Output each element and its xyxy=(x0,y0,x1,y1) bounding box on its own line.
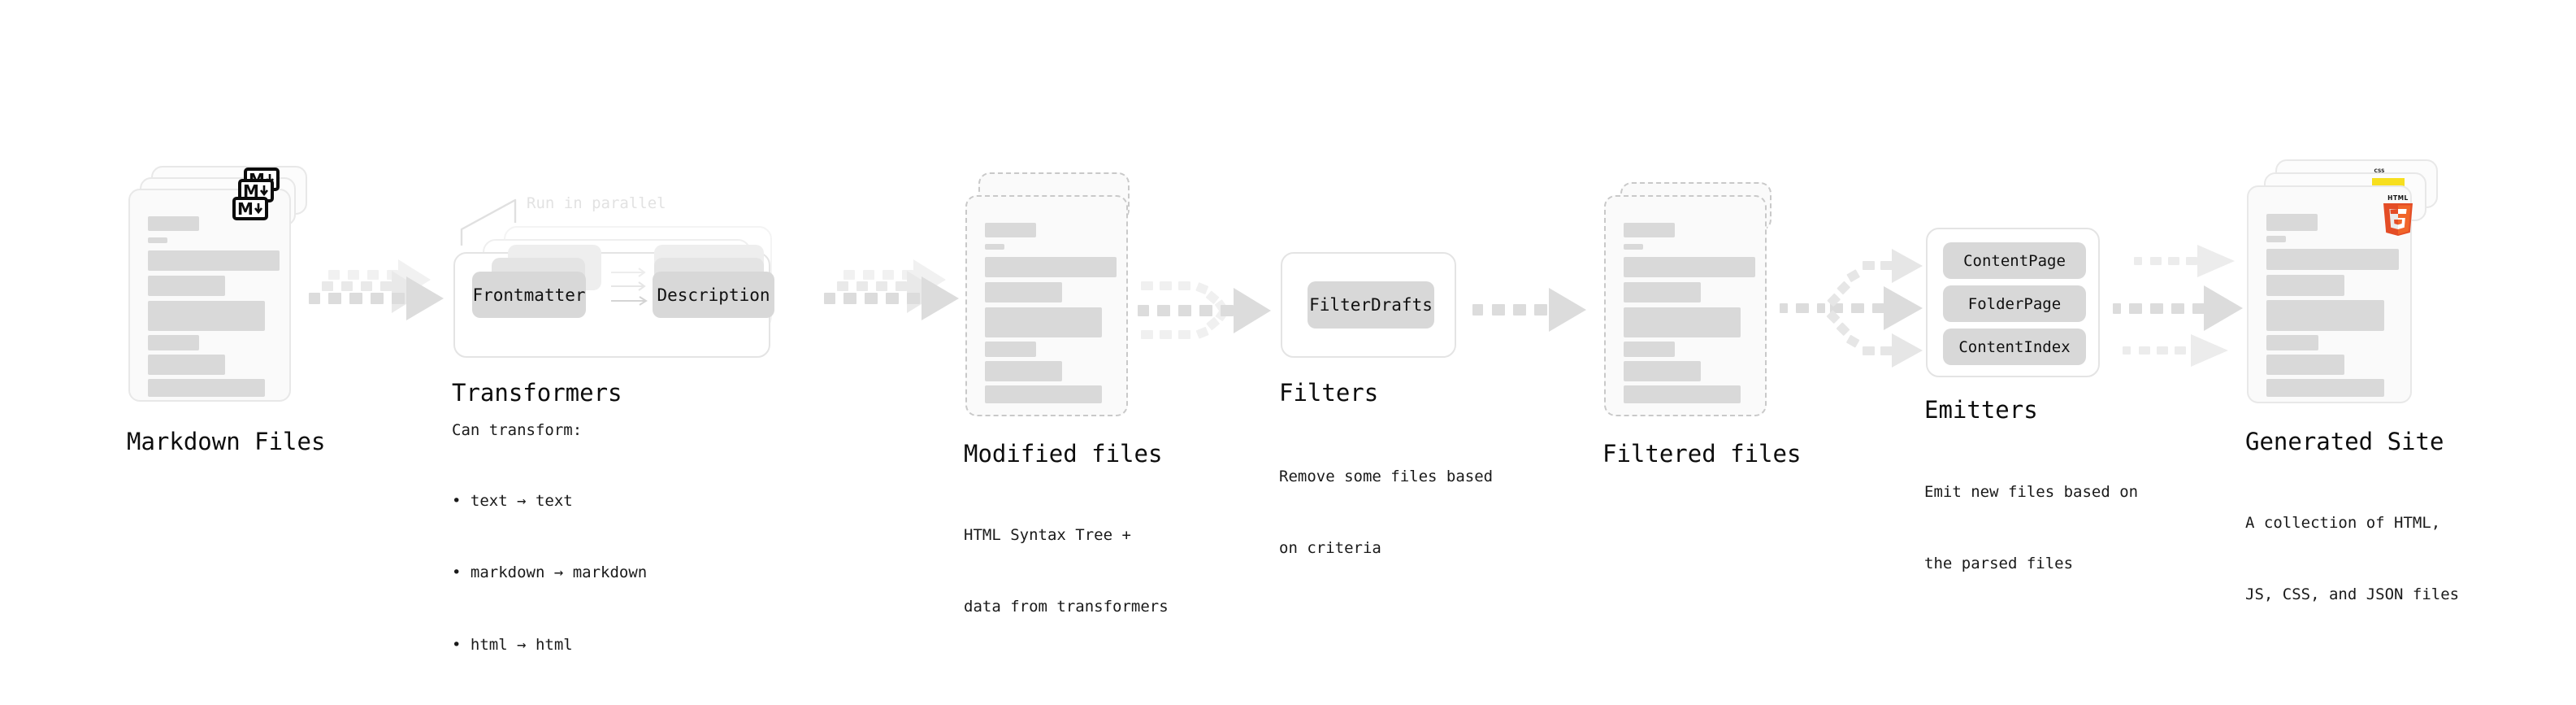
skeleton-bar xyxy=(148,355,225,375)
skeleton-bar xyxy=(2266,300,2384,331)
emitter-chip-contentpage[interactable]: ContentPage xyxy=(1943,242,2086,279)
skeleton-bar xyxy=(1624,244,1643,250)
transformers-desc-item: • text → text xyxy=(452,491,573,510)
filters-group: FilterDrafts xyxy=(1281,252,1456,358)
skeleton-bar xyxy=(1624,361,1701,381)
skeleton-bar xyxy=(2266,236,2286,242)
connector-markdown-to-transformers xyxy=(309,259,444,320)
emitters-group: ContentPage FolderPage ContentIndex xyxy=(1926,228,2100,377)
skeleton-bar xyxy=(148,379,265,397)
skeleton-bar xyxy=(2266,379,2384,397)
chip-label: Description xyxy=(657,285,770,305)
desc-line: on criteria xyxy=(1279,539,1381,558)
markdown-icon-letter: M xyxy=(237,198,254,219)
filters-chip-filterdrafts[interactable]: FilterDrafts xyxy=(1308,281,1434,329)
filtered-card-front xyxy=(1604,195,1767,416)
skeleton-bar xyxy=(148,250,280,271)
skeleton-bar xyxy=(148,276,225,296)
emitters-desc: Emit new files based on the parsed files xyxy=(1924,433,2138,624)
markdown-files-title: Markdown Files xyxy=(127,428,326,455)
connector-modified-to-filters xyxy=(1138,281,1271,339)
skeleton-bar xyxy=(148,237,167,243)
modified-files-title: Modified files xyxy=(964,440,1163,468)
filters-desc: Remove some files based on criteria xyxy=(1279,417,1493,609)
desc-line: the parsed files xyxy=(1924,555,2074,573)
site-card-front xyxy=(2247,185,2412,403)
skeleton-bar xyxy=(2266,355,2344,375)
transformers-title: Transformers xyxy=(452,379,622,407)
skeleton-bar xyxy=(1624,257,1755,277)
skeleton-bar xyxy=(985,307,1102,337)
skeleton-bar xyxy=(985,244,1004,250)
modified-card-front xyxy=(965,195,1128,416)
desc-line: Remove some files based xyxy=(1279,467,1494,485)
desc-line: Emit new files based on xyxy=(1924,482,2139,501)
emitters-title: Emitters xyxy=(1924,396,2038,424)
transformers-desc-items: • text → text • markdown → markdown • ht… xyxy=(452,442,647,705)
css-icon-label: CSS xyxy=(2374,168,2385,174)
desc-line: HTML Syntax Tree + xyxy=(964,525,1131,544)
desc-line: A collection of HTML, xyxy=(2245,513,2441,532)
desc-item-text: markdown → markdown xyxy=(470,564,648,582)
connector-filtered-to-emitters xyxy=(1780,249,1923,368)
connector-transformers-to-modified xyxy=(824,259,959,320)
skeleton-bar xyxy=(2266,335,2318,350)
skeleton-bar xyxy=(985,223,1036,237)
transformer-inner-arrows xyxy=(611,268,648,306)
skeleton-bar xyxy=(1624,223,1675,237)
chip-label: Frontmatter xyxy=(472,285,586,305)
markdown-icon: M xyxy=(232,197,268,220)
generated-site-desc: A collection of HTML, JS, CSS, and JSON … xyxy=(2245,463,2459,655)
chip-label: FilterDrafts xyxy=(1309,295,1433,315)
desc-item-text: html → html xyxy=(470,635,573,654)
chip-label: ContentPage xyxy=(1963,251,2066,270)
skeleton-bar xyxy=(148,216,199,231)
skeleton-bar xyxy=(1624,282,1701,302)
skeleton-bar xyxy=(985,342,1036,357)
pipeline-diagram: M M M Markdown Files xyxy=(127,159,2459,668)
skeleton-bar xyxy=(148,335,199,350)
skeleton-bar xyxy=(2266,275,2344,296)
emitter-chip-contentindex[interactable]: ContentIndex xyxy=(1943,329,2086,365)
skeleton-bar xyxy=(985,282,1062,302)
skeleton-bar xyxy=(2266,214,2318,231)
transformers-desc-heading: Can transform: xyxy=(452,421,583,439)
desc-line: JS, CSS, and JSON files xyxy=(2245,585,2460,604)
skeleton-bar xyxy=(985,257,1117,277)
filtered-files-title: Filtered files xyxy=(1602,440,1802,468)
connector-filters-to-filtered xyxy=(1472,288,1586,332)
markdown-card-front xyxy=(128,189,291,402)
transformers-desc-item: • markdown → markdown xyxy=(452,564,648,582)
html5-icon: HTML xyxy=(2379,194,2417,236)
skeleton-bar xyxy=(1624,385,1741,403)
chip-label: FolderPage xyxy=(1967,294,2062,313)
skeleton-bar xyxy=(1624,342,1675,357)
transformers-desc-item: • html → html xyxy=(452,635,573,654)
skeleton-bar xyxy=(985,361,1062,381)
desc-line: data from transformers xyxy=(964,598,1169,616)
skeleton-bar xyxy=(985,385,1102,403)
emitter-chip-folderpage[interactable]: FolderPage xyxy=(1943,285,2086,322)
modified-files-desc: HTML Syntax Tree + data from transformer… xyxy=(964,476,1169,668)
desc-item-text: text → text xyxy=(470,491,573,510)
html5-icon-label: HTML xyxy=(2387,194,2409,202)
skeleton-bar xyxy=(2266,249,2399,270)
filters-title: Filters xyxy=(1279,379,1379,407)
chip-label: ContentIndex xyxy=(1958,337,2071,356)
markdown-icon-letter: M xyxy=(243,181,259,201)
transformer-chip-frontmatter[interactable]: Frontmatter xyxy=(472,272,586,318)
run-in-parallel-brace xyxy=(460,198,517,246)
generated-site-title: Generated Site xyxy=(2245,428,2444,455)
connector-emitters-to-site xyxy=(2113,245,2243,367)
skeleton-bar xyxy=(1624,307,1741,337)
run-in-parallel-label: Run in parallel xyxy=(527,194,666,212)
skeleton-bar xyxy=(148,301,265,331)
transformer-chip-description[interactable]: Description xyxy=(653,272,774,318)
